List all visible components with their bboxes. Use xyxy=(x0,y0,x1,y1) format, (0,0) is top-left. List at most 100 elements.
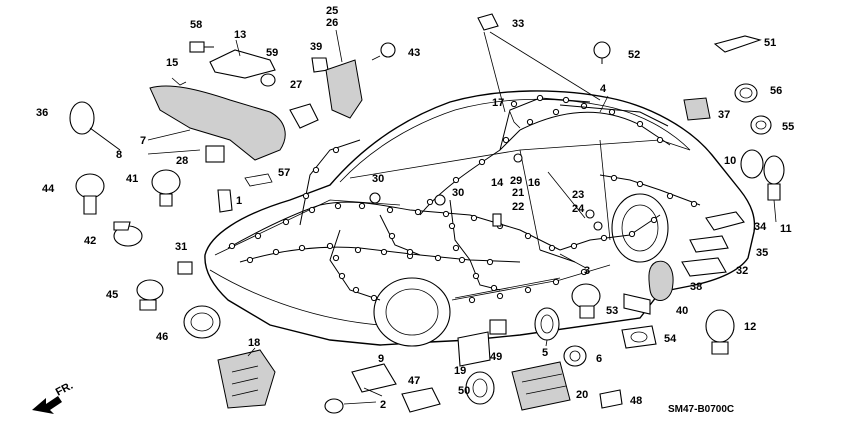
part-29-connector xyxy=(513,153,523,163)
part-59-grommet xyxy=(260,73,276,87)
part-22-clip xyxy=(492,213,502,227)
connector-dot xyxy=(636,120,644,128)
connector-dot xyxy=(434,254,442,262)
callout-19: 19 xyxy=(454,365,466,377)
part-45-clamp xyxy=(136,279,164,311)
callout-10: 10 xyxy=(724,155,736,167)
part-30-clip-a xyxy=(369,192,381,204)
callout-20: 20 xyxy=(576,389,588,401)
part-47-bracket xyxy=(401,387,441,413)
connector-dot xyxy=(452,244,460,252)
connector-dot xyxy=(486,258,494,266)
connector-dot xyxy=(448,222,456,230)
part-1-connector xyxy=(217,189,233,213)
connector-dot xyxy=(272,248,280,256)
connector-dot xyxy=(452,176,460,184)
callout-18: 18 xyxy=(248,337,260,349)
part-41-band-clip xyxy=(151,169,181,207)
part-55-grommet xyxy=(750,115,772,135)
callout-17: 17 xyxy=(492,97,504,109)
callout-42: 42 xyxy=(84,235,96,247)
callout-39: 39 xyxy=(310,41,322,53)
part-30-clip-b xyxy=(434,194,446,206)
part-25-26-fuse-box xyxy=(325,59,363,119)
part-44-band-clip xyxy=(75,173,105,215)
callout-44: 44 xyxy=(42,183,55,195)
connector-dot xyxy=(352,286,360,294)
connector-dot xyxy=(246,256,254,264)
front-direction-arrow: FR. xyxy=(32,380,75,414)
callout-14: 14 xyxy=(491,177,504,189)
part-3-floor-harness xyxy=(539,249,576,263)
connector-dot xyxy=(580,268,588,276)
callout-29: 29 xyxy=(510,175,522,187)
callout-53: 53 xyxy=(606,305,618,317)
callout-16: 16 xyxy=(528,177,540,189)
callout-37: 37 xyxy=(718,109,730,121)
callout-57: 57 xyxy=(278,167,290,179)
part-43-clamp xyxy=(371,42,396,61)
part-7-dash-harness-panel xyxy=(149,85,286,161)
connector-dot xyxy=(228,242,236,250)
callout-26: 26 xyxy=(326,17,338,29)
callout-56: 56 xyxy=(770,85,782,97)
callout-24: 24 xyxy=(572,203,585,215)
part-13-bracket xyxy=(209,49,276,79)
part-19-bracket xyxy=(457,331,491,367)
connector-dot xyxy=(470,214,478,222)
callout-30-second: 30 xyxy=(452,187,464,199)
connector-dot xyxy=(332,254,340,262)
part-10-clamp xyxy=(740,149,764,179)
connector-dot xyxy=(380,248,388,256)
callout-30: 30 xyxy=(372,173,384,185)
connector-dot xyxy=(472,272,480,280)
connector-dot xyxy=(388,232,396,240)
connector-dot xyxy=(332,146,340,154)
callout-4: 4 xyxy=(600,83,607,95)
callout-59: 59 xyxy=(266,47,278,59)
connector-dot xyxy=(478,158,486,166)
callout-48: 48 xyxy=(630,395,642,407)
callout-38: 38 xyxy=(690,281,702,293)
connector-dot xyxy=(524,286,532,294)
connector-dot xyxy=(298,244,306,252)
connector-dot xyxy=(254,232,262,240)
connector-dot xyxy=(552,108,560,116)
part-52-clamp xyxy=(593,41,611,64)
part-49-connector xyxy=(489,319,507,335)
part-20-box xyxy=(511,361,571,411)
part-4-roof-harness xyxy=(559,104,669,127)
callout-45: 45 xyxy=(106,289,118,301)
callout-2: 2 xyxy=(380,399,386,411)
callout-13: 13 xyxy=(234,29,246,41)
part-35-bracket xyxy=(689,235,729,253)
connector-dot xyxy=(650,216,658,224)
callout-54: 54 xyxy=(664,333,677,345)
part-27-bracket xyxy=(289,103,319,129)
part-5-grommet xyxy=(534,307,560,341)
car-body-outline xyxy=(204,90,756,347)
part-15-clip xyxy=(171,77,187,86)
callout-7: 7 xyxy=(140,135,146,147)
callout-41: 41 xyxy=(126,173,138,185)
callout-25: 25 xyxy=(326,5,338,17)
connector-dot xyxy=(414,208,422,216)
part-33-clip xyxy=(477,13,499,31)
connector-dot xyxy=(282,218,290,226)
callout-49: 49 xyxy=(490,351,502,363)
connector-dot xyxy=(570,242,578,250)
part-28-relay xyxy=(205,145,225,163)
callout-23: 23 xyxy=(572,189,584,201)
connector-dot xyxy=(442,210,450,218)
callout-47: 47 xyxy=(408,375,420,387)
connector-dot xyxy=(656,136,664,144)
callout-58: 58 xyxy=(190,19,202,31)
part-32-bracket xyxy=(681,257,727,277)
part-11-clamp xyxy=(763,155,785,201)
connector-dot xyxy=(548,244,556,252)
connector-dot xyxy=(526,118,534,126)
part-2-grommet xyxy=(324,398,344,414)
callout-1: 1 xyxy=(236,195,242,207)
connector-dot xyxy=(562,96,570,104)
callout-32: 32 xyxy=(736,265,748,277)
